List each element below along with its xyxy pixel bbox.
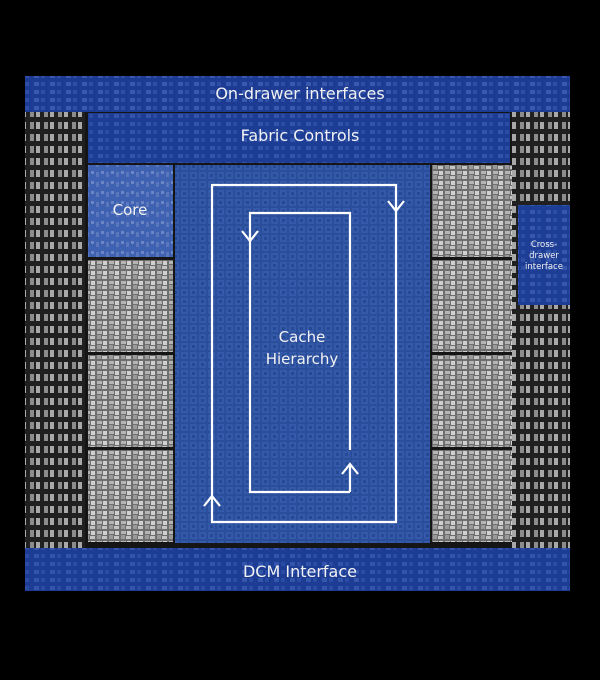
core-label: Core	[112, 201, 148, 219]
cache-hierarchy-region	[175, 165, 430, 543]
core-right-1	[432, 165, 512, 257]
cross-drawer-label-line2: drawer	[529, 251, 559, 261]
core-left-4	[88, 450, 173, 542]
left-periphery	[25, 112, 85, 552]
arrowheads	[203, 200, 405, 507]
right-periphery	[512, 112, 570, 552]
arrowhead-outer-right	[387, 200, 405, 213]
on-drawer-interfaces-label: On-drawer interfaces	[215, 84, 385, 103]
core-region	[88, 165, 173, 257]
cache-ring-arrows	[210, 183, 398, 524]
cache-label-line2: Hierarchy	[265, 350, 339, 368]
core-left-2	[88, 260, 173, 352]
arrowhead-inner-right	[341, 462, 359, 475]
core-left-3	[88, 355, 173, 447]
on-drawer-interfaces-region	[25, 76, 570, 112]
arrowhead-outer-left	[203, 494, 221, 507]
cross-drawer-label-line3: interface	[525, 262, 563, 272]
arrowhead-inner-left	[241, 230, 259, 243]
cache-label-line1: Cache	[278, 328, 326, 346]
core-right-4	[432, 450, 512, 542]
cross-drawer-label-line1: Cross-	[530, 240, 558, 250]
core-right-3	[432, 355, 512, 447]
dcm-interface-label: DCM Interface	[242, 562, 357, 581]
core-right-2	[432, 260, 512, 352]
fabric-controls-label: Fabric Controls	[240, 126, 360, 145]
